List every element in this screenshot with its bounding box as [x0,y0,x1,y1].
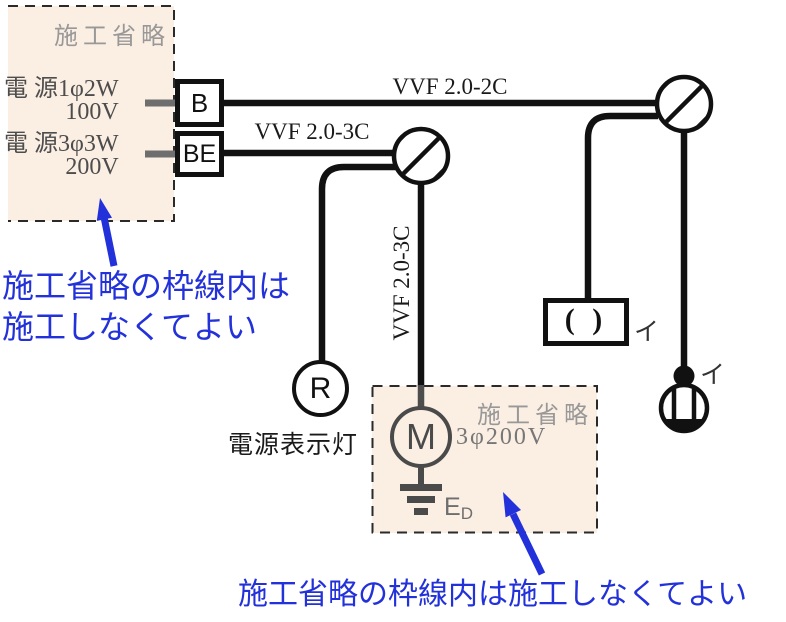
motor-spec: 3φ200V [456,424,548,450]
breaker-b: B [175,79,224,127]
junction-box-1 [391,126,451,186]
lamp-symbol [658,365,710,434]
switch-circuit-tag: イ [634,319,660,346]
upper-omission-note-line2: 施工しなくてよい [2,309,258,345]
ground-label: ED [444,493,473,524]
ground-symbol [400,467,442,515]
ground-label-sub: D [460,504,473,523]
annotation-arrows [96,198,546,576]
cable-label-top: VVF 2.0-2C [392,74,508,99]
upper-omission-note: 施工省略の枠線内は 施工しなくてよい [2,266,290,348]
pilot-lamp-label: 電源表示灯 [228,432,359,459]
cable-label-mid: VVF 2.0-3C [254,119,370,144]
upper-note-arrow [100,218,118,267]
lamp-circuit-tag: イ [700,362,726,389]
lower-note-arrow [509,512,546,576]
motor-symbol: M [390,406,452,468]
source-omission-border [8,5,175,222]
ceiling-rose-box: ( ) [543,298,629,346]
cable-label-vertical: VVF 2.0-3C [389,225,414,341]
upper-omission-note-line1: 施工省略の枠線内は [2,268,291,304]
motor-box-title: 施工省略 [477,403,593,429]
source-stub-wires [145,99,176,158]
lamp-cap [673,365,695,387]
ground-label-main: E [444,493,461,521]
wires [223,99,688,386]
breaker-be: BE [175,131,224,177]
source-2-label: 電 源3φ3W [4,131,119,157]
source-2-voltage: 200V [65,154,119,180]
wire-junction2-to-switch [584,112,658,298]
source-1-voltage: 100V [65,99,119,125]
source-1-label: 電 源1φ2W [4,76,119,102]
motor-omission-border [371,385,598,534]
junction-box-2 [654,74,714,134]
source-box-title: 施工省略 [54,24,170,50]
pilot-lamp-symbol: R [292,360,349,417]
wire-junction1-to-pilot [318,163,396,361]
source-omission-box [8,6,174,221]
lower-omission-note: 施工省略の枠線内は施工しなくてよい [238,578,748,611]
